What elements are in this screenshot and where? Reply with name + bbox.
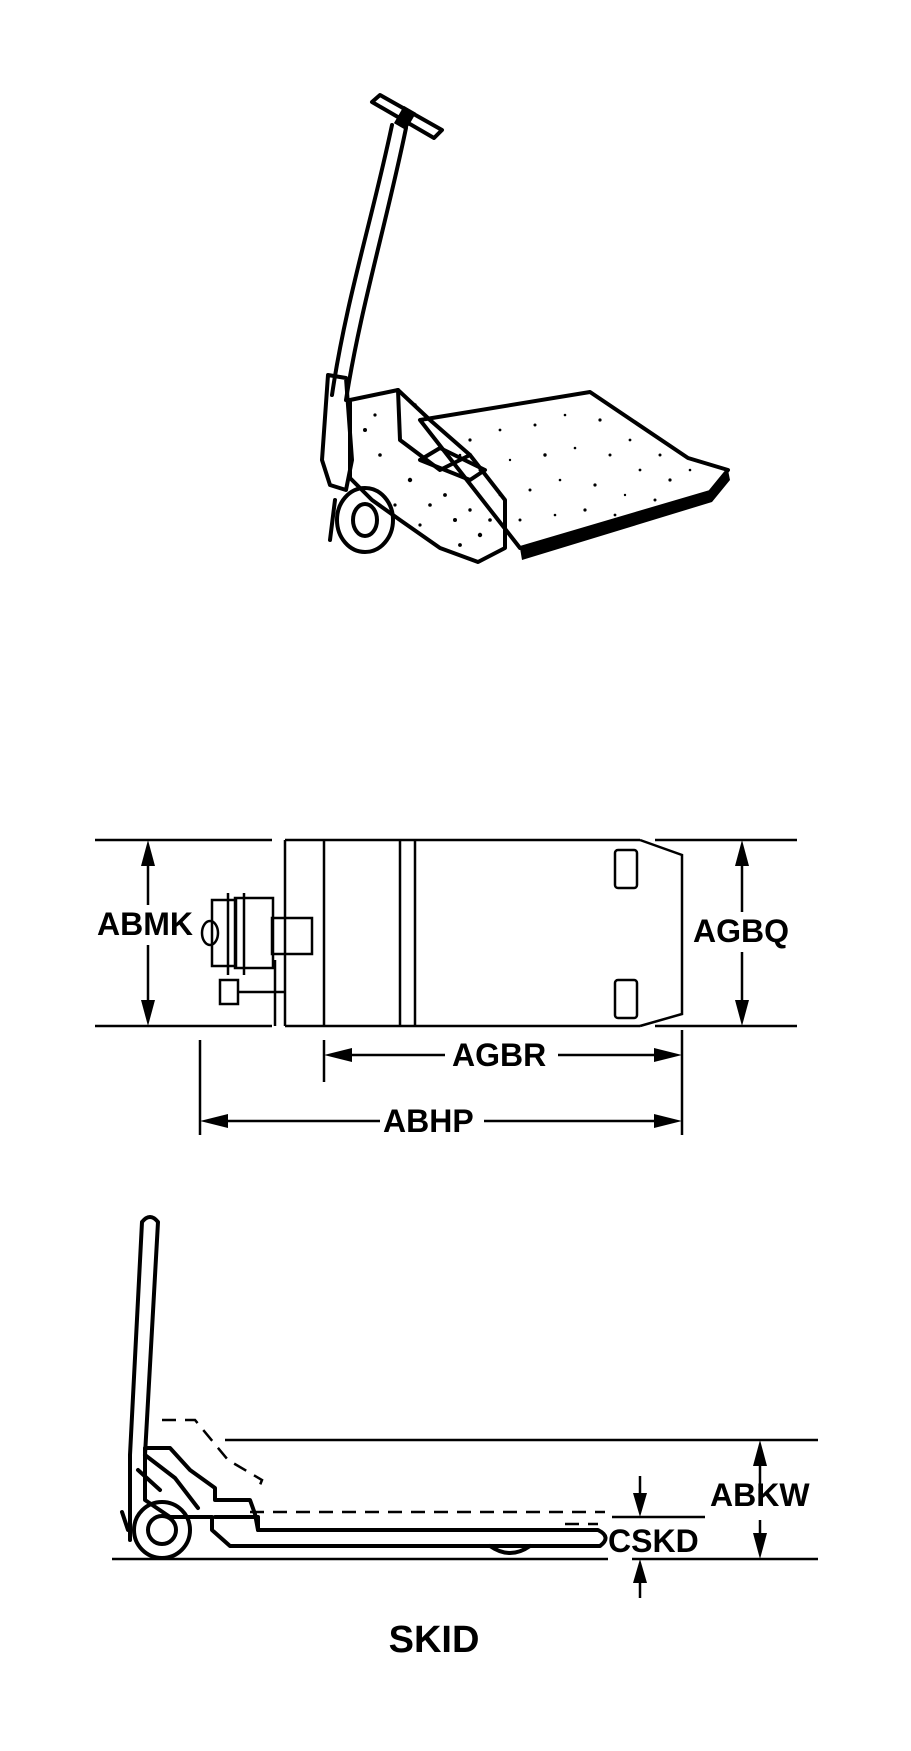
agbr-label: AGBR <box>452 1037 546 1073</box>
abkw-dimension: ABKW <box>710 1440 810 1559</box>
side-view: ABKW CSKD <box>112 1215 818 1598</box>
abhp-label: ABHP <box>383 1103 474 1139</box>
isometric-view <box>320 93 730 564</box>
handle-grip <box>370 93 444 140</box>
side-view-fork <box>136 1446 608 1555</box>
handle-bracket <box>320 373 354 492</box>
drawing-caption: SKID <box>389 1619 480 1661</box>
cskd-label: CSKD <box>608 1523 699 1559</box>
platform-deck <box>418 390 730 560</box>
handle-shaft <box>330 123 408 402</box>
cskd-dimension: CSKD <box>608 1476 699 1598</box>
agbr-dimension: AGBR <box>322 1030 684 1135</box>
side-view-handle <box>128 1215 160 1542</box>
pump-housing <box>348 388 507 564</box>
side-view-raised-outline <box>162 1418 605 1526</box>
abkw-label: ABKW <box>710 1477 810 1513</box>
top-view-body <box>283 838 684 1028</box>
agbq-label: AGBQ <box>693 913 789 949</box>
agbq-dimension: AGBQ <box>690 840 794 1026</box>
iso-wheel <box>328 486 395 554</box>
abmk-dimension: ABMK <box>97 840 198 1026</box>
abhp-dimension: ABHP <box>198 1040 682 1139</box>
top-view-handle-mechanism <box>200 893 314 1026</box>
abmk-label: ABMK <box>97 906 193 942</box>
top-view: ABMK AGBQ AGBR ABHP <box>95 838 797 1139</box>
side-view-wheel <box>120 1500 192 1560</box>
